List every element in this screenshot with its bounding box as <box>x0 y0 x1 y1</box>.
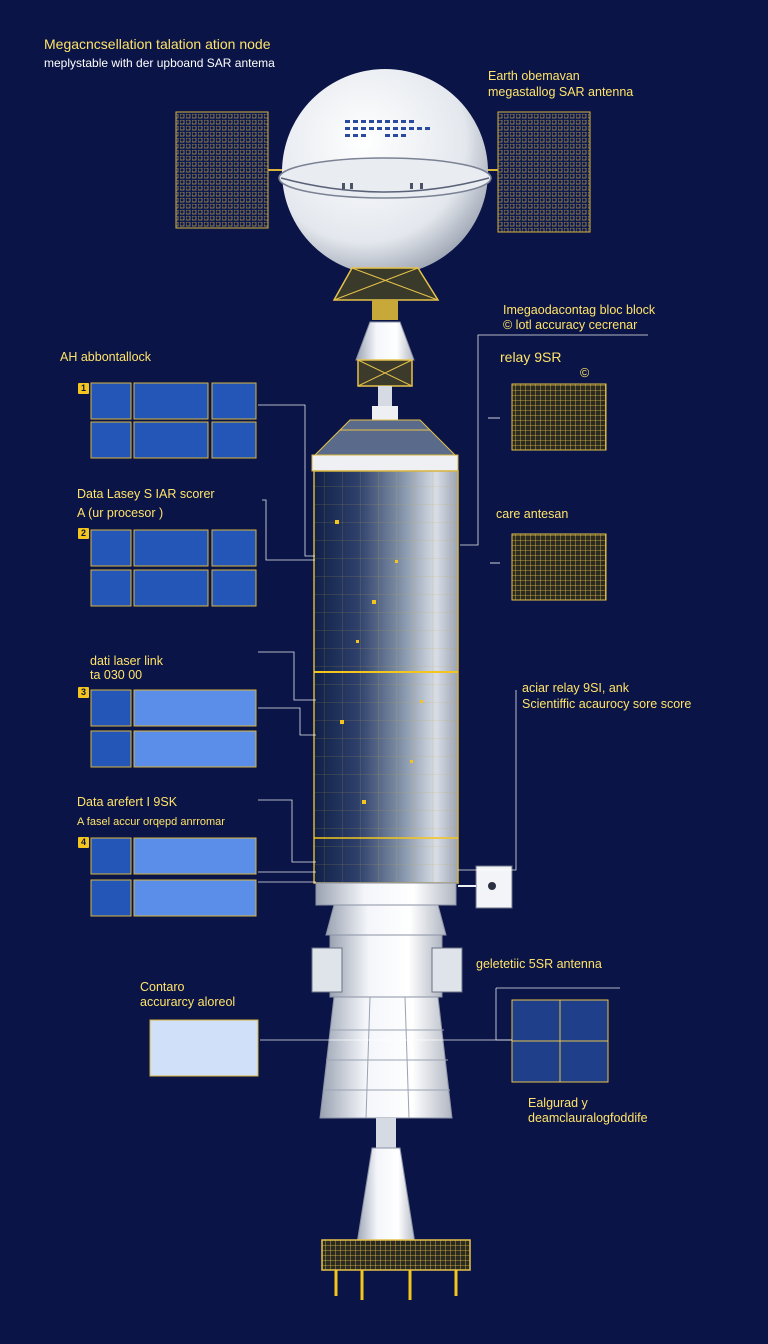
callout-contaro: Contaro <box>140 980 185 994</box>
callout-bottom-right-2: deamclauralogfoddife <box>528 1111 648 1125</box>
left-block-4-badge: 4 <box>78 837 89 848</box>
callout-earth-observation: Earth obemavan <box>488 69 580 83</box>
left-block-2-subtitle: A (ur procesor ) <box>77 506 164 520</box>
callout-science-score: Scientiffic acaurocy sore score <box>522 697 692 711</box>
callout-accuracy: © lotl accuracy cecrenar <box>503 318 638 332</box>
callout-science-relay: aciar relay 9SI, ank <box>522 681 629 695</box>
callout-relay: relay 9SR <box>500 349 562 365</box>
left-block-1-title: AH abbontallock <box>60 350 152 364</box>
left-block-2-badge: 2 <box>78 528 89 539</box>
callout-block: Imegaodacontag bloc block <box>503 303 656 317</box>
left-block-3-badge: 3 <box>78 687 89 698</box>
relay-marker: © <box>580 366 590 380</box>
left-block-3-title: dati laser link <box>90 654 163 668</box>
diagram-subtitle: meplystable with der upboand SAR antema <box>44 56 275 70</box>
left-block-3-subtitle: ta 030 00 <box>90 668 143 682</box>
left-block-1-badge: 1 <box>78 383 89 394</box>
callout-sar-antenna: megastallog SAR antenna <box>488 85 634 99</box>
callout-bottom-right-1: Ealgurad y <box>528 1096 588 1110</box>
callout-care-antenna: care antesan <box>496 507 569 521</box>
diagram-title: Megacncsellation talation ation node <box>44 36 271 52</box>
callout-gelect-antenna: geletetiic 5SR antenna <box>476 957 602 971</box>
callout-accuracy-control: accurarcy aloreol <box>140 995 236 1009</box>
left-block-4-subtitle: A fasel accur orqepd anrromar <box>77 816 225 828</box>
left-block-2-title: Data Lasey S IAR scorer <box>77 487 215 501</box>
left-block-4-title: Data arefert I 9SK <box>77 795 178 809</box>
